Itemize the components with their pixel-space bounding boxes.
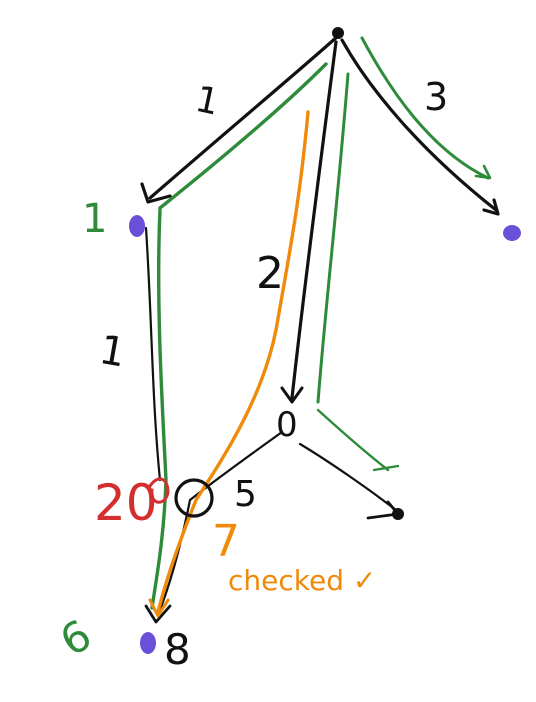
- green-top-middle: [316, 72, 350, 404]
- node-right: [503, 225, 521, 241]
- weight-top-left: 1: [192, 79, 223, 124]
- cross-out-scribble: [148, 477, 170, 504]
- crossed-value: 20: [94, 474, 158, 532]
- arrow-bottomleft: [144, 604, 172, 624]
- weight-middle-bottom: 5: [234, 474, 257, 515]
- green-path: [150, 36, 492, 610]
- label-left-node: 1: [82, 196, 107, 242]
- edge-top-left: [148, 34, 340, 200]
- label-bottom-left-green: 6: [52, 610, 100, 666]
- node-left: [129, 215, 145, 237]
- green-middle-bottomright: [316, 408, 390, 472]
- weight-top-middle: 2: [256, 248, 284, 299]
- arrow-top-middle: [280, 386, 304, 404]
- junction-circle: [174, 478, 214, 518]
- nodes: [129, 27, 521, 654]
- orange-distance: 7: [212, 516, 240, 567]
- weight-left-bottom: 1: [96, 327, 129, 377]
- label-middle-node: 0: [276, 405, 298, 445]
- node-top: [332, 27, 344, 39]
- orange-path: [148, 110, 310, 618]
- edge-middle-bottom: [156, 430, 284, 617]
- node-bottom-right: [392, 508, 404, 520]
- green-top-left: [158, 62, 328, 210]
- node-bottom-left: [140, 632, 156, 654]
- edge-middle-bottomright: [298, 442, 398, 512]
- green-top-right: [360, 36, 490, 180]
- weight-top-right: 3: [424, 75, 448, 119]
- green-tick: [372, 464, 400, 472]
- checked-note: checked ✓: [228, 564, 376, 597]
- orange-arrow: [148, 598, 170, 618]
- edge-left-bottom: [144, 226, 162, 482]
- label-bottom-left-black: 8: [164, 625, 191, 674]
- orange-line: [156, 110, 310, 614]
- arrow-top-left: [140, 182, 172, 204]
- labels: 1 3 2 1 5 1 0 6 8 20 7 checked ✓: [52, 75, 448, 674]
- green-left-bottom: [150, 208, 168, 610]
- arrow-top-right: [482, 198, 500, 216]
- black-edges: [140, 34, 500, 624]
- green-arrow-right: [474, 164, 492, 180]
- edge-top-right: [340, 38, 498, 212]
- edge-top-middle: [290, 40, 338, 400]
